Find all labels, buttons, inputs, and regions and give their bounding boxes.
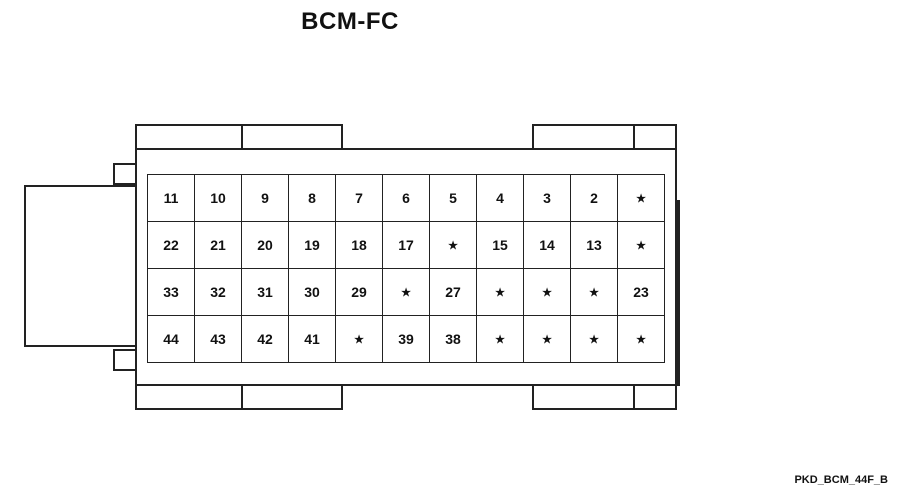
connector-latch	[24, 185, 137, 347]
pin-cavity: 14	[523, 221, 571, 269]
pin-cavity-empty: ★	[523, 268, 571, 316]
pin-cavity: 15	[476, 221, 524, 269]
pin-cavity: 7	[335, 174, 383, 222]
latch-notch-bottom	[113, 349, 137, 371]
pin-cavity: 17	[382, 221, 430, 269]
pin-cavity: 9	[241, 174, 289, 222]
bottom-tab-1	[135, 384, 243, 410]
pin-cavity: 20	[241, 221, 289, 269]
pin-cavity-empty: ★	[570, 315, 618, 363]
pin-cavity: 32	[194, 268, 242, 316]
pin-cavity: 30	[288, 268, 336, 316]
top-tab-1	[135, 124, 243, 150]
pin-cavity: 27	[429, 268, 477, 316]
pin-cavity-empty: ★	[570, 268, 618, 316]
pin-cavity: 39	[382, 315, 430, 363]
pin-cavity-empty: ★	[476, 268, 524, 316]
pin-cavity: 43	[194, 315, 242, 363]
connector-title: BCM-FC	[301, 8, 399, 35]
pin-cavity: 19	[288, 221, 336, 269]
pin-cavity-empty: ★	[382, 268, 430, 316]
pin-cavity-empty: ★	[523, 315, 571, 363]
top-tab-2	[241, 124, 343, 150]
top-tab-3	[532, 124, 635, 150]
pin-cavity-empty: ★	[335, 315, 383, 363]
pin-cavity: 8	[288, 174, 336, 222]
pin-cavity: 3	[523, 174, 571, 222]
pin-cavity: 22	[147, 221, 195, 269]
pin-cavity: 33	[147, 268, 195, 316]
pin-cavity: 23	[617, 268, 665, 316]
connector-side-edge	[677, 200, 680, 386]
pin-cavity-empty: ★	[429, 221, 477, 269]
pin-cavity: 5	[429, 174, 477, 222]
pin-cavity: 6	[382, 174, 430, 222]
pin-cavity-empty: ★	[476, 315, 524, 363]
pin-cavity: 10	[194, 174, 242, 222]
pin-cavity: 18	[335, 221, 383, 269]
bottom-tab-4	[633, 384, 677, 410]
pin-cavity: 29	[335, 268, 383, 316]
pin-cavity-empty: ★	[617, 174, 665, 222]
pin-cavity: 41	[288, 315, 336, 363]
pin-cavity: 42	[241, 315, 289, 363]
pin-cavity: 31	[241, 268, 289, 316]
latch-notch-top	[113, 163, 137, 185]
diagram-reference: PKD_BCM_44F_B	[794, 474, 888, 486]
pin-cavity: 4	[476, 174, 524, 222]
pin-cavity: 2	[570, 174, 618, 222]
pin-cavity: 21	[194, 221, 242, 269]
pin-cavity-empty: ★	[617, 315, 665, 363]
bottom-tab-2	[241, 384, 343, 410]
pin-cavity: 13	[570, 221, 618, 269]
top-tab-4	[633, 124, 677, 150]
pin-cavity: 38	[429, 315, 477, 363]
pin-cavity: 44	[147, 315, 195, 363]
pin-cavity-empty: ★	[617, 221, 665, 269]
bottom-tab-3	[532, 384, 635, 410]
pin-cavity: 11	[147, 174, 195, 222]
